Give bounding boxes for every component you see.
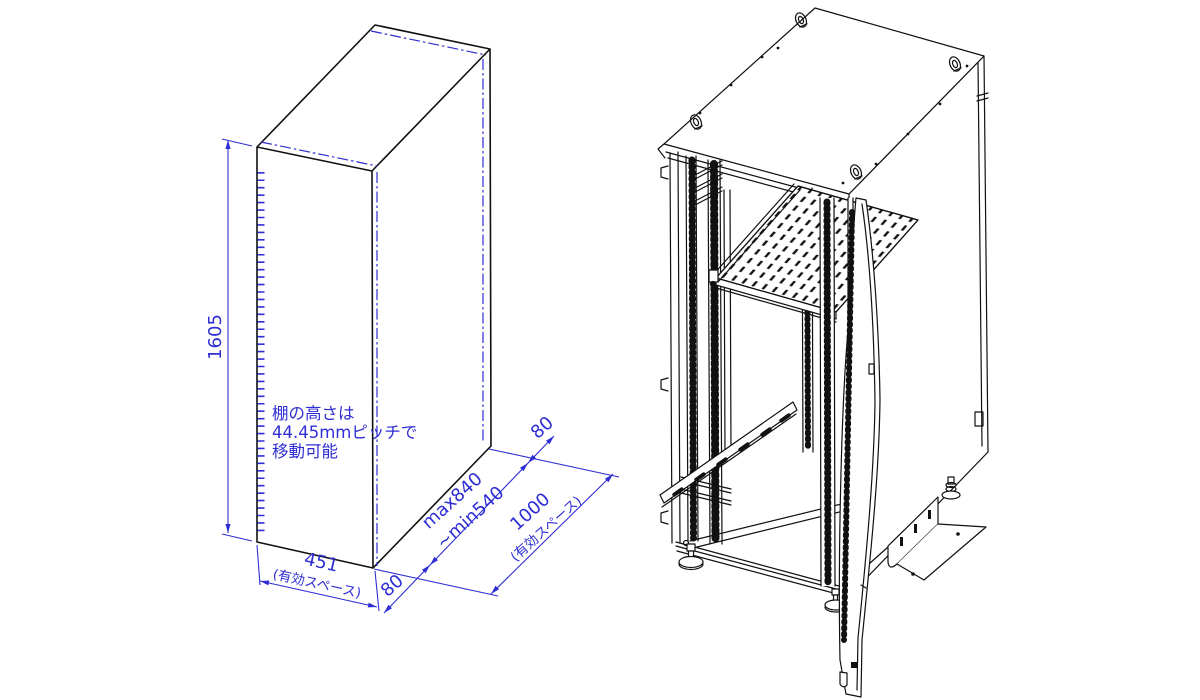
panel-clip xyxy=(660,165,669,180)
side-panel-latch xyxy=(974,411,984,427)
height-dimension xyxy=(221,138,253,542)
outline-box xyxy=(256,24,492,569)
door-bottom-pin xyxy=(851,662,857,668)
floor-seam xyxy=(689,497,867,542)
width-dimension xyxy=(256,544,380,612)
lifting-eye-bolts xyxy=(689,12,962,180)
front-right-rail xyxy=(819,197,836,587)
note-line-1: 棚の高さは xyxy=(272,404,355,423)
left-cage-strip xyxy=(707,159,732,545)
rear-foot xyxy=(941,476,961,500)
depth-dimensions xyxy=(373,435,620,614)
panel-clip xyxy=(660,510,669,525)
leveling-feet xyxy=(678,476,961,613)
effective-space-centerlines xyxy=(260,30,487,566)
cabinet-top-panel xyxy=(657,7,985,207)
height-dimension-label: 1605 xyxy=(205,314,226,360)
top-panel-screws xyxy=(698,46,969,185)
top-cross-members xyxy=(694,160,723,206)
cable-entry-bracket xyxy=(868,496,987,581)
cabinet-door xyxy=(838,197,881,698)
box-right-face xyxy=(372,48,492,569)
door-lock xyxy=(868,363,875,375)
cabinet-interior xyxy=(659,151,869,599)
shelf-pitch-note: 棚の高さは 44.45mmピッチで 移動可能 xyxy=(272,404,417,461)
note-line-2: 44.45mmピッチで xyxy=(272,423,417,442)
shelf-bracket xyxy=(708,269,719,283)
note-line-3: 移動可能 xyxy=(272,442,338,461)
door-hinge-tab xyxy=(839,671,848,688)
detailed-view xyxy=(657,7,989,698)
front-left-foot xyxy=(678,543,704,571)
panel-clip xyxy=(660,377,669,392)
floor-seam xyxy=(692,504,869,549)
slotted-support-rail xyxy=(659,401,798,508)
box-top-face xyxy=(256,24,491,172)
